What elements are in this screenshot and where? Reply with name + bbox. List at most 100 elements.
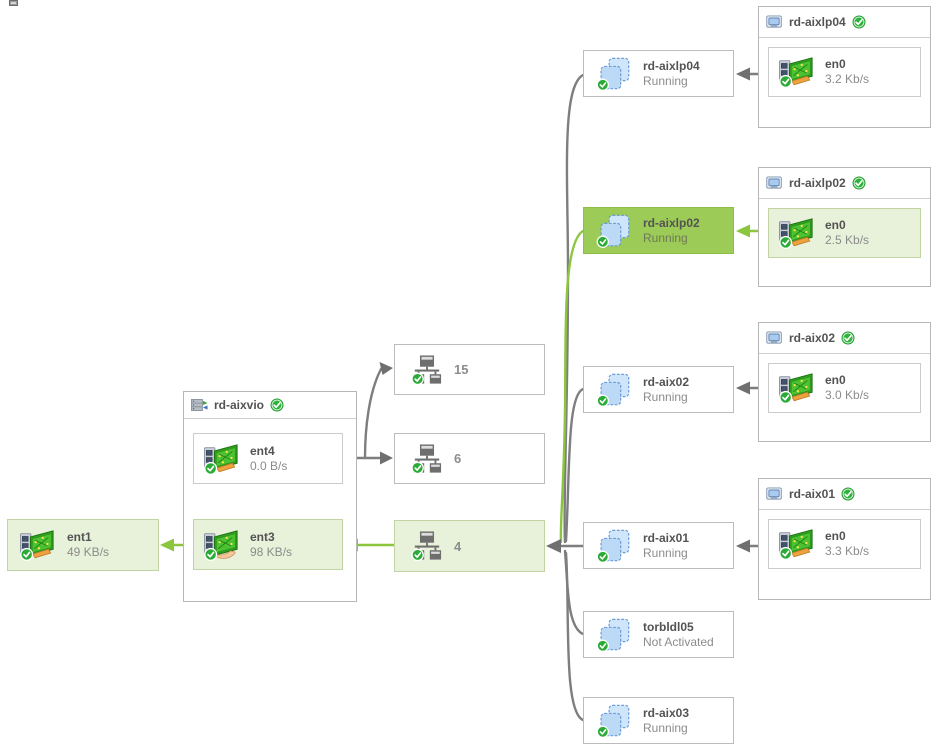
node-lpar-rd-aixlp02[interactable]: rd-aixlp02 Running	[583, 207, 734, 254]
node-lpar-torbldl05[interactable]: torbldl05 Not Activated	[583, 611, 734, 658]
node-en0[interactable]: en0 3.3 Kb/s	[768, 519, 921, 569]
network-switch-icon	[410, 444, 444, 474]
iface-title: en0	[825, 57, 846, 71]
lpar-title: rd-aixlp04	[643, 58, 700, 73]
lpar-status: Running	[643, 545, 688, 560]
vlan-label: 4	[454, 538, 462, 554]
vio-server-icon	[191, 398, 208, 412]
node-en0[interactable]: en0 3.0 Kb/s	[768, 363, 921, 413]
lpar-title: rd-aix03	[643, 705, 690, 720]
lpar-status: Not Activated	[643, 634, 714, 649]
network-adapter-icon	[778, 371, 816, 405]
node-lpar-rd-aix02[interactable]: rd-aix02 Running	[583, 366, 734, 413]
iface-rate: 3.3 Kb/s	[825, 544, 870, 558]
node-text: rd-aix02 Running	[643, 374, 690, 404]
frame-host-rd-aixlp04[interactable]: rd-aixlp04 en0 3.2 Kb/s	[758, 6, 931, 128]
network-adapter-icon	[203, 442, 241, 476]
node-text: rd-aix01 Running	[643, 530, 690, 560]
host-header[interactable]: rd-aix02	[759, 323, 930, 354]
vlan-label: 6	[454, 451, 462, 466]
iface-title: en0	[825, 218, 846, 232]
lpar-status: Running	[643, 230, 688, 245]
host-title: rd-aix01	[789, 486, 836, 501]
frame-host-rd-aixlp02[interactable]: rd-aixlp02 en0 2.5 Kb/s	[758, 167, 931, 287]
status-ok-icon	[841, 487, 855, 501]
lpar-status: Running	[643, 73, 688, 88]
node-text: rd-aixlp02 Running	[643, 215, 700, 245]
node-text: rd-aix03 Running	[643, 705, 690, 735]
status-ok-icon	[852, 15, 866, 29]
frame-host-rd-aix01[interactable]: rd-aix01 en0 3.3 Kb/s	[758, 478, 931, 600]
node-ent1[interactable]: ent1 49 KB/s	[7, 519, 159, 571]
adapter-rate: 0.0 B/s	[250, 458, 288, 473]
node-lpar-rd-aix01[interactable]: rd-aix01 Running	[583, 522, 734, 569]
network-adapter-icon	[778, 527, 816, 561]
iface-title: en0	[825, 529, 846, 543]
host-title: rd-aix02	[789, 330, 836, 345]
lpar-icon	[595, 57, 633, 91]
network-switch-icon	[410, 355, 444, 385]
network-adapter-icon	[19, 528, 57, 562]
clipped-icon-artifact	[9, 0, 18, 6]
node-text: en0 2.5 Kb/s	[825, 219, 869, 247]
node-vlan-15[interactable]: 15	[394, 344, 545, 395]
adapter-rate: 98 KB/s	[250, 544, 293, 559]
lpar-title: rd-aix01	[643, 530, 690, 545]
lpar-status: Running	[643, 389, 688, 404]
node-vlan-4[interactable]: 4	[394, 520, 545, 572]
adapter-rate: 49 KB/s	[67, 545, 110, 559]
node-en0[interactable]: en0 3.2 Kb/s	[768, 47, 921, 97]
vlan-label: 15	[454, 362, 469, 377]
host-header[interactable]: rd-aixlp02	[759, 168, 930, 199]
host-icon	[766, 15, 783, 29]
frame-host-rd-aix02[interactable]: rd-aix02 en0 3.0 Kb/s	[758, 322, 931, 442]
host-title: rd-aixlp02	[789, 175, 846, 190]
host-header[interactable]: rd-aix01	[759, 479, 930, 510]
lpar-icon	[595, 704, 633, 738]
status-ok-icon	[841, 331, 855, 345]
node-en0[interactable]: en0 2.5 Kb/s	[768, 208, 921, 258]
node-text: en0 3.2 Kb/s	[825, 58, 869, 86]
adapter-title: ent4	[250, 443, 275, 458]
node-vlan-6[interactable]: 6	[394, 433, 545, 484]
lpar-title: rd-aixlp02	[643, 215, 700, 230]
node-lpar-rd-aixlp04[interactable]: rd-aixlp04 Running	[583, 50, 734, 97]
vio-title: rd-aixvio	[214, 397, 265, 412]
status-ok-icon	[852, 176, 866, 190]
lpar-icon	[595, 373, 633, 407]
lpar-icon	[595, 529, 633, 563]
node-ent4[interactable]: ent4 0.0 B/s	[193, 433, 343, 484]
node-lpar-rd-aix03[interactable]: rd-aix03 Running	[583, 697, 734, 744]
network-adapter-icon	[778, 216, 816, 250]
status-ok-icon	[270, 398, 284, 412]
shared-adapter-icon	[203, 528, 241, 562]
lpar-title: torbldl05	[643, 619, 694, 634]
adapter-title: ent3	[250, 529, 275, 544]
node-text: en0 3.3 Kb/s	[825, 530, 869, 558]
node-text: en0 3.0 Kb/s	[825, 374, 869, 402]
node-text: rd-aixlp04 Running	[643, 58, 700, 88]
lpar-status: Running	[643, 720, 688, 735]
lpar-icon	[595, 214, 633, 248]
iface-rate: 2.5 Kb/s	[825, 233, 870, 247]
node-text: ent1 49 KB/s	[67, 531, 109, 559]
network-switch-icon	[410, 531, 444, 561]
vio-header[interactable]: rd-aixvio	[184, 392, 356, 419]
adapter-title: ent1	[67, 530, 92, 544]
node-ent3[interactable]: ent3 98 KB/s	[193, 519, 343, 570]
lpar-title: rd-aix02	[643, 374, 690, 389]
iface-rate: 3.0 Kb/s	[825, 388, 870, 402]
node-text: ent3 98 KB/s	[250, 529, 293, 559]
node-text: torbldl05 Not Activated	[643, 619, 714, 649]
host-header[interactable]: rd-aixlp04	[759, 7, 930, 38]
iface-rate: 3.2 Kb/s	[825, 72, 870, 86]
host-icon	[766, 487, 783, 501]
node-text: ent4 0.0 B/s	[250, 443, 288, 473]
lpar-icon	[595, 618, 633, 652]
frame-rd-aixvio[interactable]: rd-aixvio ent4 0.0 B/s ent3 98 KB/s	[183, 391, 357, 602]
host-icon	[766, 176, 783, 190]
host-icon	[766, 331, 783, 345]
iface-title: en0	[825, 373, 846, 387]
host-title: rd-aixlp04	[789, 14, 846, 29]
network-adapter-icon	[778, 55, 816, 89]
